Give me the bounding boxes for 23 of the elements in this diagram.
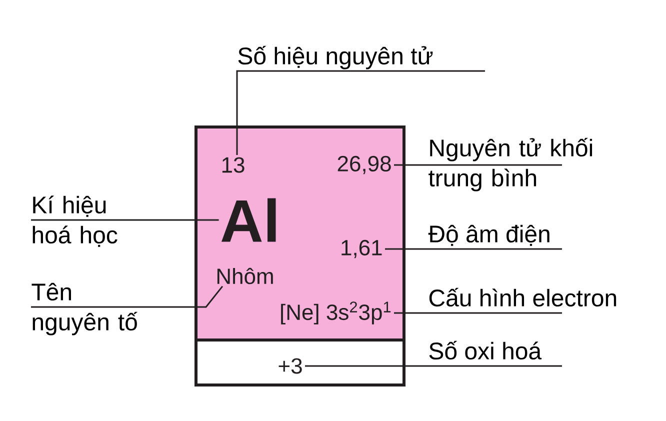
cell-value: 1,61 (342, 240, 382, 258)
leader-line (385, 248, 562, 250)
callout-label: Tên nguyên tố (32, 282, 138, 336)
leader-line (31, 219, 219, 221)
element-cell (194, 338, 406, 386)
leader-line (305, 365, 562, 367)
cell-value: 26,98 (338, 156, 391, 174)
cell-value: [Ne] 3s$^{2}$3p$^{1}$ (281, 302, 391, 324)
callout-label: Nguyên tử khối trung bình (428, 138, 592, 192)
element-cell (194, 126, 406, 342)
cell-value: 13 (222, 157, 244, 173)
leader-line (394, 164, 562, 166)
cell-value: Nhôm (217, 268, 273, 284)
leader-line (236, 70, 485, 155)
element-symbol: Al (222, 198, 276, 242)
leader-line (31, 286, 224, 308)
leader-line (394, 312, 562, 314)
callout-label: Cấu hình electron (429, 288, 616, 307)
callout-label: Số oxi hoá (429, 340, 542, 360)
callout-label: Số hiệu nguyên tử (238, 46, 433, 70)
callout-label: Kí hiệu hoá học (32, 196, 118, 247)
cell-value: +3 (278, 358, 302, 374)
callout-label: Độ âm điện (428, 224, 550, 246)
